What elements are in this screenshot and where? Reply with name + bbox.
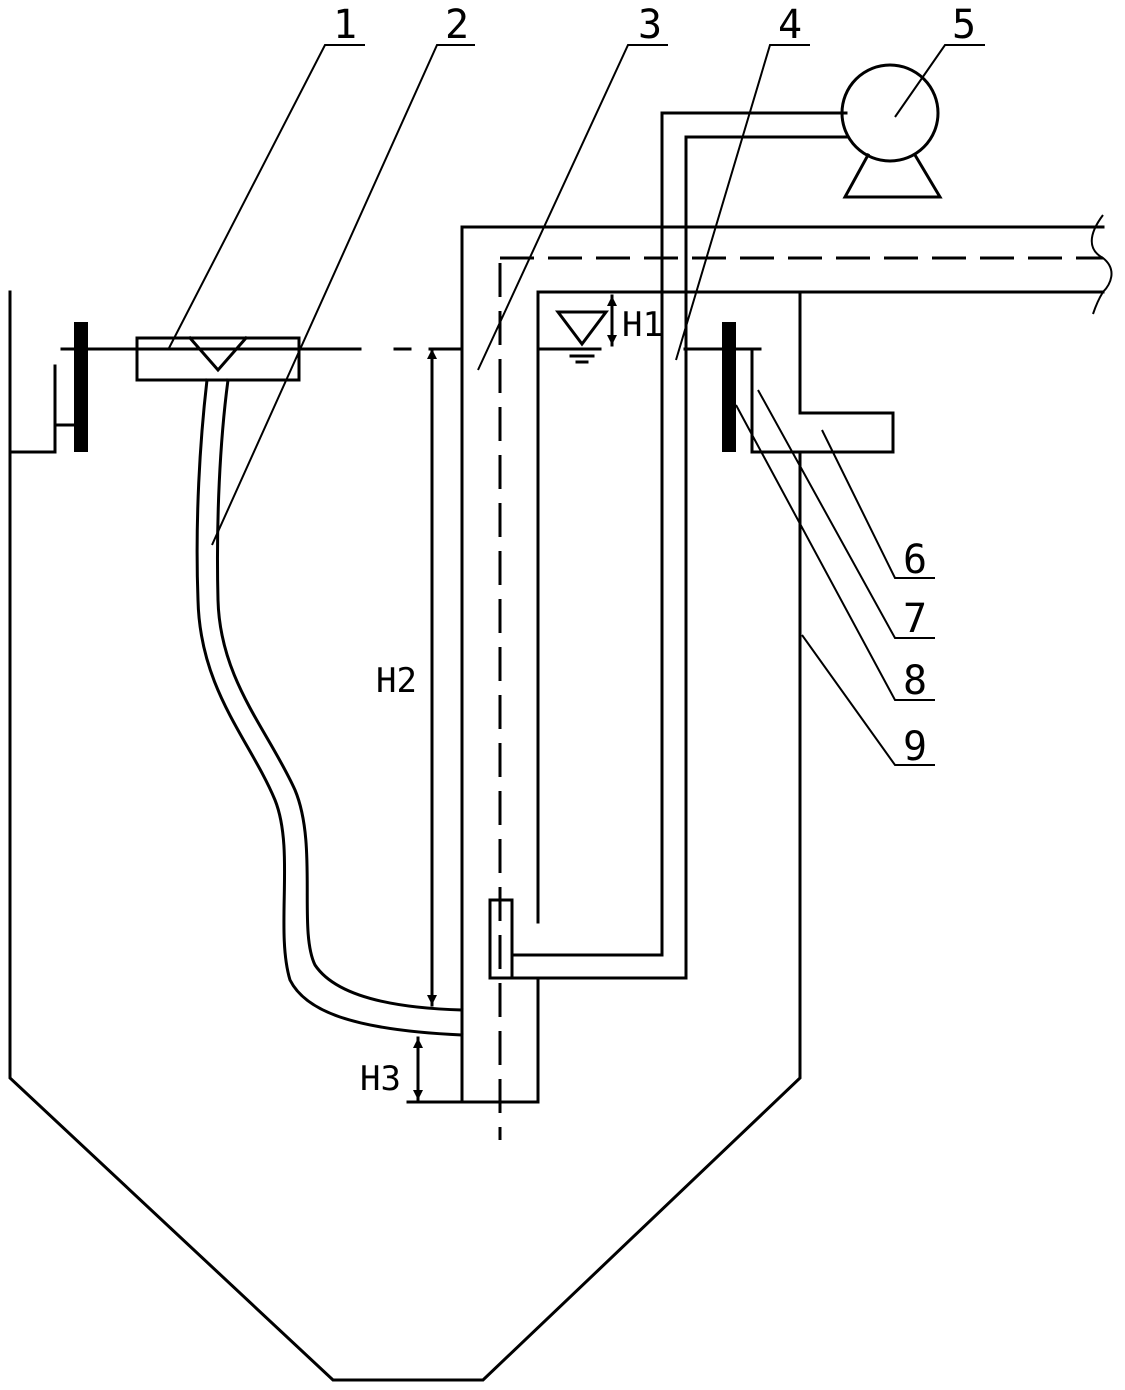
outlet-assembly: [722, 322, 895, 454]
callout-4: 4: [778, 2, 802, 48]
dimension-h2-label: H2: [376, 661, 417, 701]
callout-6: 6: [903, 537, 927, 583]
dimension-h1-label: H1: [622, 305, 663, 345]
dimension-h2: H2: [376, 347, 437, 1007]
callout-8: 8: [903, 658, 927, 704]
left-bracket: [8, 322, 88, 454]
dimension-h1: H1: [607, 294, 663, 347]
callout-3: 3: [638, 2, 662, 48]
callout-5: 5: [952, 2, 976, 48]
callout-7: 7: [903, 596, 927, 642]
callout-2: 2: [445, 2, 469, 48]
callout-labels: 1 2 3 4 5 6 7 8 9: [333, 2, 976, 770]
callout-1: 1: [333, 2, 357, 48]
callout-9: 9: [903, 724, 927, 770]
flexible-hose: [195, 378, 464, 1037]
float-device: [135, 335, 301, 382]
callout-leaders: [167, 44, 985, 766]
dimension-h3: H3: [360, 1036, 464, 1104]
tank-shell: [8, 290, 802, 1382]
riser-pipe: [460, 214, 1113, 1140]
pump: [660, 63, 943, 199]
dimension-h3-label: H3: [360, 1059, 401, 1099]
liquid-level-symbol: [555, 310, 609, 364]
siphon-tube: [488, 111, 688, 980]
